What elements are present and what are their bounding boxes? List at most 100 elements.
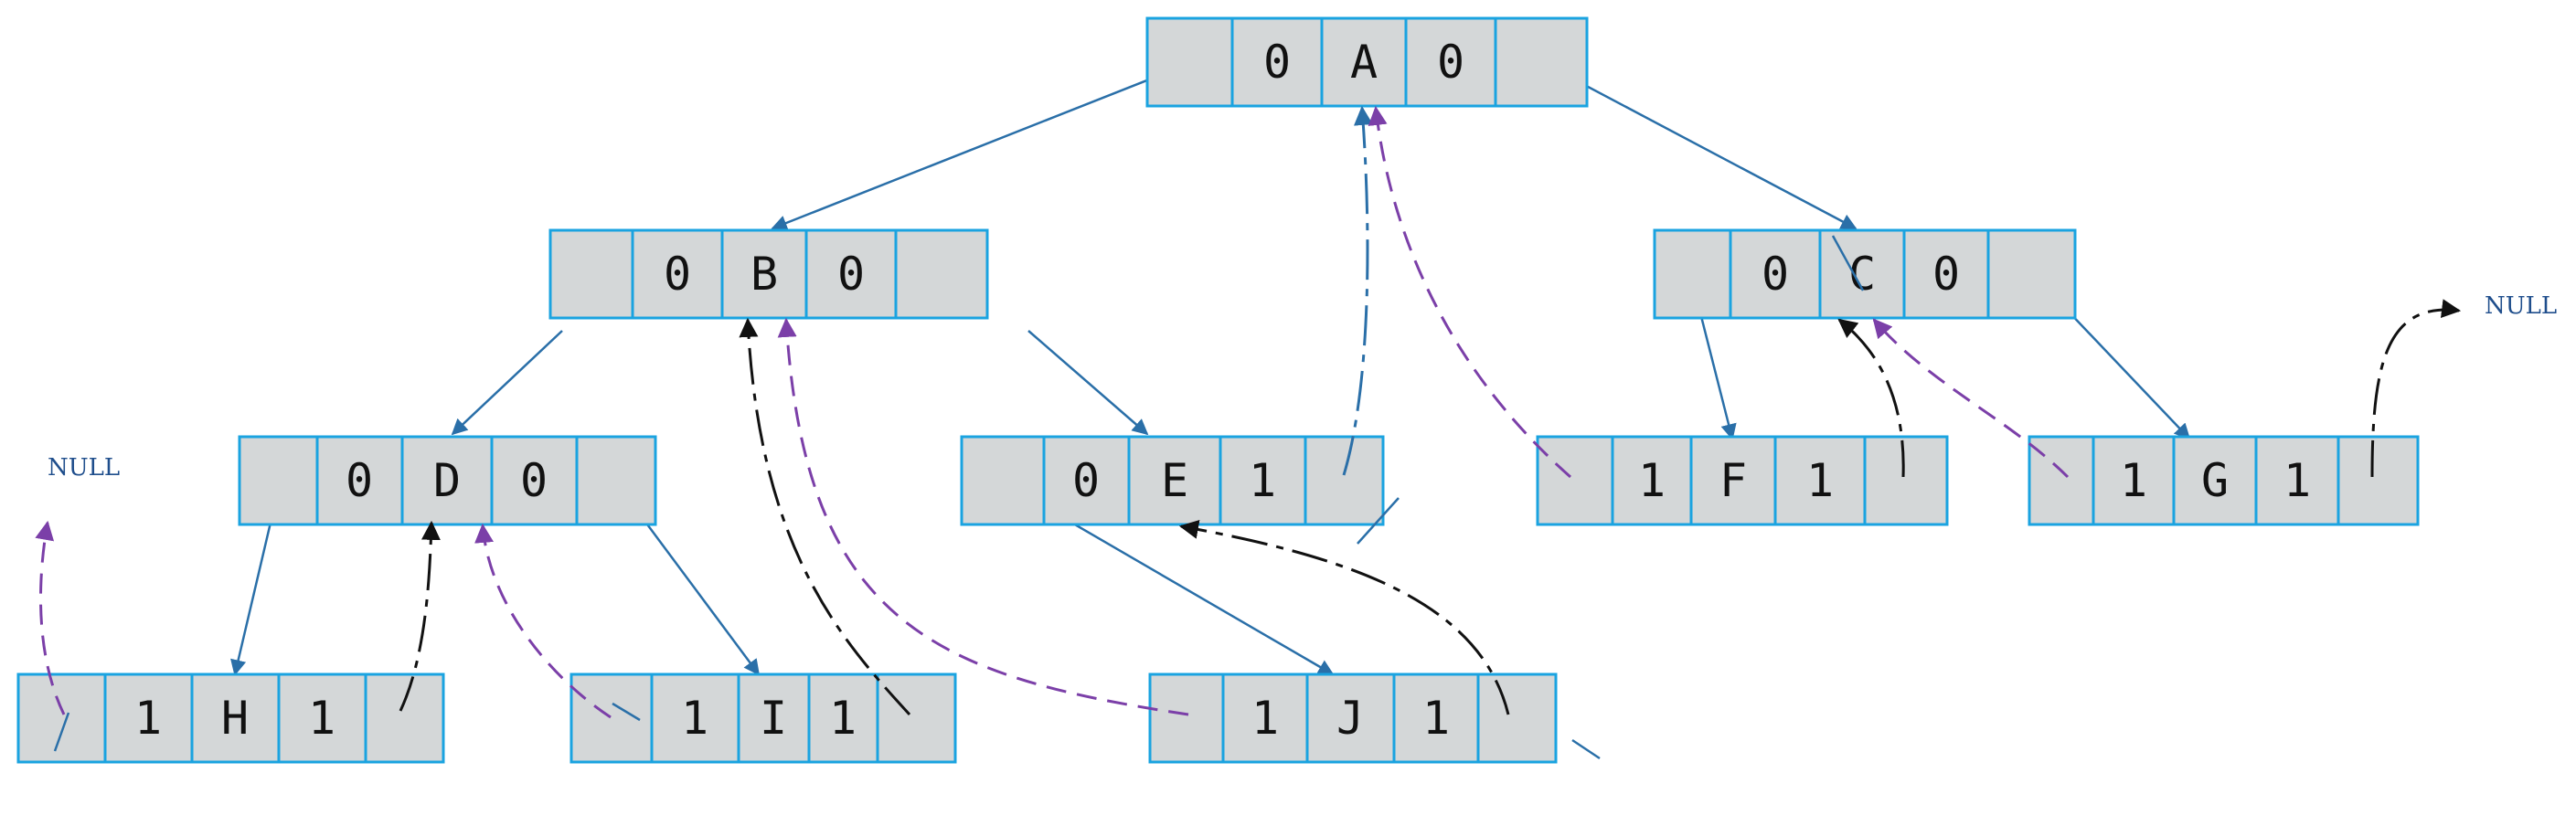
node-j-data-cell [1305, 672, 1396, 764]
node-e-lchild-cell [960, 435, 1046, 526]
node-j-ltag-cell [1221, 672, 1309, 764]
node-e-ltag-cell [1042, 435, 1131, 526]
node-e: 0 E 1 [960, 435, 1385, 526]
node-g-data: G [2201, 454, 2229, 507]
node-a-ltag: 0 [1263, 36, 1291, 89]
thread-h-right-to-d [399, 520, 441, 712]
node-c-rchild-tick [1831, 235, 1865, 291]
node-i-data: I [760, 692, 787, 745]
thread-j-left-to-b [777, 317, 1189, 716]
link-a-c [1544, 62, 1857, 230]
node-c: 0 C 0 [1653, 228, 2077, 320]
node-g-ltag-cell [2092, 435, 2176, 526]
node-a-rchild-cell [1494, 16, 1589, 108]
node-a-lchild-cell [1145, 16, 1234, 108]
node-h-ltag-cell [103, 672, 194, 764]
node-b: 0 B 0 [548, 228, 989, 320]
node-b-data-cell [720, 228, 808, 320]
node-f: 1 F 1 [1536, 435, 1949, 526]
thread-f-right-to-c [1837, 318, 1905, 478]
node-c-rtag-cell [1902, 228, 1990, 320]
node-h: 1 H 1 [16, 672, 445, 764]
thread-arrows [35, 105, 2462, 719]
node-f-rchild-cell [1863, 435, 1949, 526]
node-f-rtag-cell [1773, 435, 1867, 526]
node-f-ltag-cell [1611, 435, 1693, 526]
node-b-rchild-cell [894, 228, 989, 320]
node-b-data: B [750, 248, 778, 301]
link-b-e [1027, 330, 1149, 436]
node-e-rtag: 1 [1249, 454, 1276, 507]
node-h-lchild-tick [53, 712, 70, 752]
node-j-ltag: 1 [1251, 692, 1279, 745]
node-i-ltag-cell [650, 672, 740, 764]
node-h-data-cell [190, 672, 281, 764]
node-i-lchild-tick [612, 702, 641, 722]
node-i-rtag: 1 [829, 692, 857, 745]
node-i-ltag: 1 [681, 692, 708, 745]
thread-e-right-to-a [1342, 105, 1373, 476]
node-e-data: E [1161, 454, 1188, 507]
thread-i-right-to-b [739, 317, 911, 716]
node-c-ltag-cell [1729, 228, 1822, 320]
node-i-rchild-cell [876, 672, 957, 764]
node-d-ltag: 0 [346, 454, 373, 507]
node-d-data-cell [400, 435, 494, 526]
node-e-ltag: 0 [1072, 454, 1100, 507]
node-g: 1 G 1 [2028, 435, 2420, 526]
right-null-label: NULL [2485, 292, 2557, 320]
node-a: 0 A 0 [1145, 16, 1589, 108]
node-h-rtag: 1 [308, 692, 335, 745]
node-b-rtag: 0 [837, 248, 865, 301]
node-f-ltag: 1 [1638, 454, 1666, 507]
node-a-rtag-cell [1404, 16, 1497, 108]
node-h-data: H [221, 692, 249, 745]
node-j: 1 J 1 [1148, 672, 1558, 764]
child-links [230, 62, 2191, 676]
thread-g-right-to-null [2370, 299, 2462, 478]
node-g-rtag-cell [2254, 435, 2340, 526]
node-i: 1 I 1 [569, 672, 957, 764]
node-j-rtag: 1 [1422, 692, 1450, 745]
node-c-ltag: 0 [1762, 248, 1789, 301]
node-e-rchild-cell [1304, 435, 1385, 526]
node-d-rchild-cell [575, 435, 657, 526]
pointer-ticks [53, 235, 1865, 760]
thread-j-right-to-e [1178, 520, 1510, 715]
left-null-label: NULL [48, 454, 120, 482]
node-h-rtag-cell [277, 672, 367, 764]
node-h-rchild-cell [364, 672, 445, 764]
node-d-lchild-cell [238, 435, 319, 526]
node-c-lchild-cell [1653, 228, 1732, 320]
node-j-rchild-cell [1476, 672, 1558, 764]
node-g-data-cell [2172, 435, 2258, 526]
node-j-data: J [1336, 692, 1364, 745]
node-g-rchild-cell [2336, 435, 2420, 526]
node-h-ltag: 1 [134, 692, 162, 745]
thread-f-left-to-a [1368, 105, 1571, 479]
node-g-ltag: 1 [2120, 454, 2147, 507]
node-j-lchild-cell [1148, 672, 1225, 764]
node-d-rtag: 0 [520, 454, 548, 507]
node-e-rtag-cell [1219, 435, 1307, 526]
link-a-b [771, 62, 1189, 231]
node-f-rtag: 1 [1806, 454, 1834, 507]
node-i-lchild-cell [569, 672, 654, 764]
node-c-rtag: 0 [1932, 248, 1960, 301]
node-a-data: A [1350, 36, 1378, 89]
thread-h-left-to-null [35, 520, 66, 715]
node-i-rtag-cell [807, 672, 879, 764]
node-j-lchild-tick [1571, 738, 1601, 760]
node-f-data: F [1719, 454, 1747, 507]
node-b-lchild-cell [548, 228, 634, 320]
node-f-lchild-cell [1536, 435, 1614, 526]
node-c-data: C [1848, 248, 1876, 301]
node-h-lchild-cell [16, 672, 107, 764]
node-d: 0 D 0 [238, 435, 657, 526]
node-e-rchild-tick [1357, 497, 1400, 545]
node-c-rchild-cell [1986, 228, 2077, 320]
node-b-ltag: 0 [664, 248, 691, 301]
node-a-rtag: 0 [1437, 36, 1464, 89]
thread-g-left-to-c [1872, 318, 2070, 479]
